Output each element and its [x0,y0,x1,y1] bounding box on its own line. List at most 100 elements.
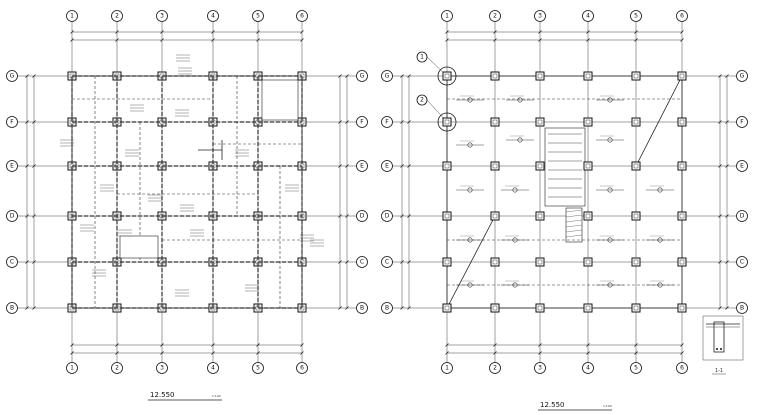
dimension-tick [32,260,36,264]
column-core [679,213,685,219]
axis-label-bottom: 5 [634,365,638,372]
structural-column [490,71,500,81]
dimension-tick [407,74,411,78]
column-core [492,163,498,169]
dimension-tick [400,120,404,124]
structural-column [490,211,500,221]
stair-core [544,127,586,207]
axis-label-right: B [740,305,744,312]
dimension-tick [160,30,164,34]
axis-label-left: F [10,119,14,126]
column-core [679,119,685,125]
plan-outline [446,75,683,309]
dimension-tick [718,120,722,124]
column-core [585,73,591,79]
dimension-tick [256,30,260,34]
axis-label-left: D [385,213,390,220]
left-plan-scale: 1:100 [212,394,221,398]
column-core [679,163,685,169]
axis-label-top: 1 [70,13,74,20]
column-core [492,305,498,311]
dimension-tick [211,30,215,34]
column-core [537,163,543,169]
axis-bubble-bottom [441,362,453,374]
structural-column [490,117,500,127]
dimension-tick [338,120,342,124]
slab-opening [261,79,299,121]
dimension-tick [32,120,36,124]
dimension-tick [300,351,304,355]
axis-label-left: C [10,259,14,266]
axis-label-left: B [10,305,14,312]
callout-circle [416,94,428,106]
dimension-tick [634,343,638,347]
dimension-tick [400,164,404,168]
axis-label-top: 5 [256,13,260,20]
structural-column [631,303,641,313]
left-plan-beams [71,75,303,309]
axis-label-right: C [740,259,744,266]
axis-bubble-left [6,302,18,314]
structural-column [677,211,687,221]
column-core [633,305,639,311]
structural-column [535,117,545,127]
hatch-line [565,224,583,228]
dimension-tick [70,343,74,347]
axis-bubble-bottom [676,362,688,374]
axis-label-bottom: 6 [300,365,304,372]
dimension-tick [407,260,411,264]
dimension-tick [586,343,590,347]
dimension-tick [718,214,722,218]
axis-bubble-right [736,256,748,268]
dimension-tick [345,260,349,264]
structural-column [442,303,452,313]
axis-bubble-top [534,10,546,22]
right-plan-scale: 1:100 [603,404,612,408]
column-core [585,163,591,169]
column-core [492,119,498,125]
axis-bubble-top [489,10,501,22]
axis-bubble-top [207,10,219,22]
axis-label-bottom: 5 [256,365,260,372]
dimension-tick [634,38,638,42]
dimension-tick [300,30,304,34]
axis-bubble-bottom [111,362,123,374]
axis-label-bottom: 1 [445,365,449,372]
dimension-tick [32,214,36,218]
dimension-tick [345,306,349,310]
right-plan-title: 12.550 [540,401,565,409]
structural-column [583,161,593,171]
dimension-tick [586,30,590,34]
axis-bubble-right [356,70,368,82]
structural-column [583,71,593,81]
dimension-tick [680,343,684,347]
dimension-tick [25,214,29,218]
dimension-tick [32,306,36,310]
column-core [679,305,685,311]
dimension-tick [586,351,590,355]
section-beam [713,321,725,353]
dimension-tick [718,74,722,78]
callout-ring [437,66,457,86]
structural-column [442,161,452,171]
axis-bubble-right [736,302,748,314]
column-core [633,119,639,125]
axis-bubble-top [676,10,688,22]
column-core [633,163,639,169]
dimension-tick [538,343,542,347]
structural-column [535,71,545,81]
hatch-line [565,214,583,218]
dimension-tick [25,74,29,78]
axis-bubble-left [6,116,18,128]
axis-label-bottom: 1 [70,365,74,372]
column-core [633,213,639,219]
callout-circle [416,51,428,63]
structural-column [677,257,687,267]
column-core [679,73,685,79]
dimension-tick [634,351,638,355]
axis-bubble-bottom [582,362,594,374]
column-core [537,73,543,79]
axis-bubble-bottom [66,362,78,374]
dimension-tick [25,164,29,168]
